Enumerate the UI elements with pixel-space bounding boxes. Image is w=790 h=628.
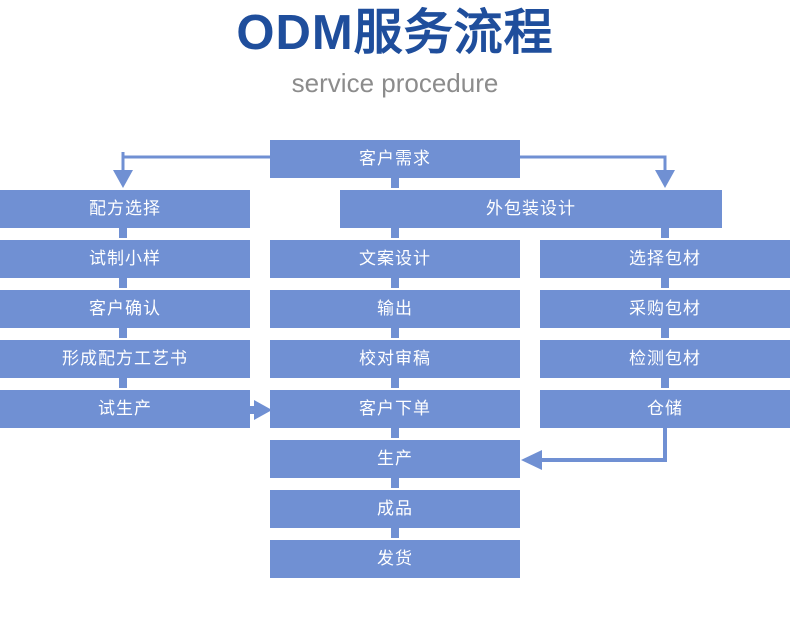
connector-customer-demand-to-formula (121, 153, 270, 159)
node-finished-product[interactable]: 成品 (270, 490, 520, 528)
node-trial-production[interactable]: 试生产 (0, 390, 250, 428)
page-subtitle: service procedure (291, 68, 499, 98)
node-warehousing[interactable]: 仓储 (540, 390, 790, 428)
page-title: ODM服务流程 (236, 6, 554, 60)
node-packaging-design[interactable]: 外包装设计 (340, 190, 722, 228)
connector-trial-to-order (250, 406, 264, 414)
node-customer-confirmation[interactable]: 客户确认 (0, 290, 250, 328)
node-proofreading[interactable]: 校对审稿 (270, 340, 520, 378)
arrowhead-left-branch-icon (113, 170, 133, 188)
node-formula-process-document[interactable]: 形成配方工艺书 (0, 340, 250, 378)
node-trial-sample[interactable]: 试制小样 (0, 240, 250, 278)
connector-warehouse-to-production (535, 424, 667, 462)
connector-customer-demand-to-packaging (520, 155, 667, 178)
page-header: ODM服务流程 service procedure (0, 0, 790, 98)
arrowhead-right-branch-icon (655, 170, 675, 188)
node-inspect-packaging-material[interactable]: 检测包材 (540, 340, 790, 378)
node-output[interactable]: 输出 (270, 290, 520, 328)
node-select-packaging-material[interactable]: 选择包材 (540, 240, 790, 278)
node-purchase-packaging-material[interactable]: 采购包材 (540, 290, 790, 328)
node-customer-demand[interactable]: 客户需求 (270, 140, 520, 178)
node-customer-order[interactable]: 客户下单 (270, 390, 520, 428)
node-copywriting-design[interactable]: 文案设计 (270, 240, 520, 278)
arrowhead-warehouse-to-production-icon (521, 450, 542, 470)
node-formula-selection[interactable]: 配方选择 (0, 190, 250, 228)
node-shipment[interactable]: 发货 (270, 540, 520, 578)
node-production[interactable]: 生产 (270, 440, 520, 478)
